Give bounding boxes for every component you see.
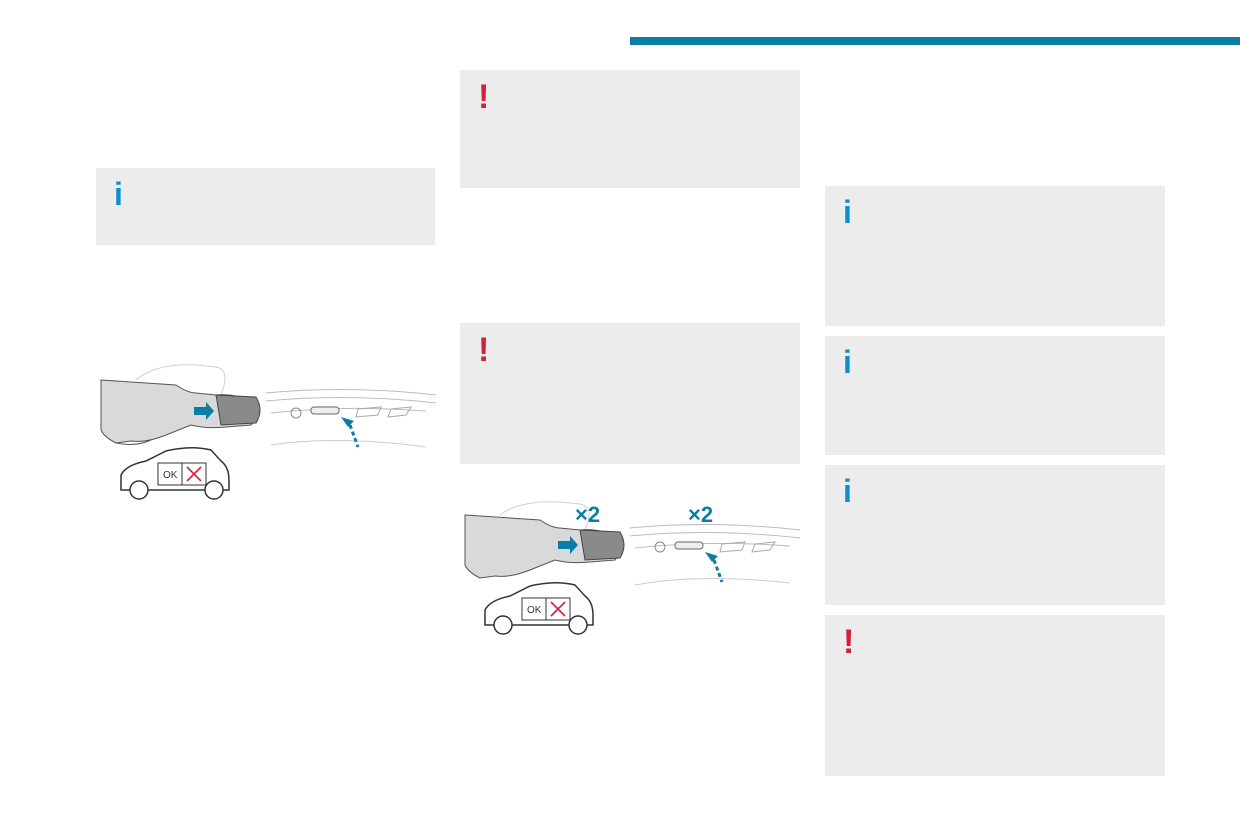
- info-box: i: [825, 465, 1165, 605]
- info-box: i: [825, 186, 1165, 326]
- section-header-bar: [630, 37, 1240, 45]
- info-box: i: [96, 168, 435, 245]
- info-icon: i: [843, 344, 852, 380]
- warning-box: !: [460, 323, 800, 464]
- hand-icon: [464, 514, 625, 579]
- info-icon: i: [843, 194, 852, 230]
- warning-box: !: [460, 70, 800, 188]
- car-icon: OK: [120, 447, 230, 500]
- info-box: i: [825, 336, 1165, 455]
- unlock-illustration: OK: [100, 364, 437, 500]
- info-icon: i: [843, 473, 852, 509]
- car-icon: OK: [484, 582, 594, 635]
- hand-icon: [100, 379, 261, 445]
- warning-icon: !: [478, 331, 490, 369]
- info-icon: i: [114, 176, 123, 212]
- press-twice-label: ×2: [688, 502, 713, 527]
- trunk-button-illustration: ×2: [629, 502, 801, 586]
- trunk-button-illustration: [265, 388, 437, 448]
- ok-label: OK: [527, 605, 542, 616]
- double-press-illustration: ×2 OK ×2: [464, 501, 801, 635]
- ok-label: OK: [163, 470, 178, 481]
- warning-icon: !: [478, 78, 490, 116]
- warning-box: !: [825, 615, 1165, 776]
- press-twice-label: ×2: [575, 502, 600, 527]
- warning-icon: !: [843, 623, 855, 661]
